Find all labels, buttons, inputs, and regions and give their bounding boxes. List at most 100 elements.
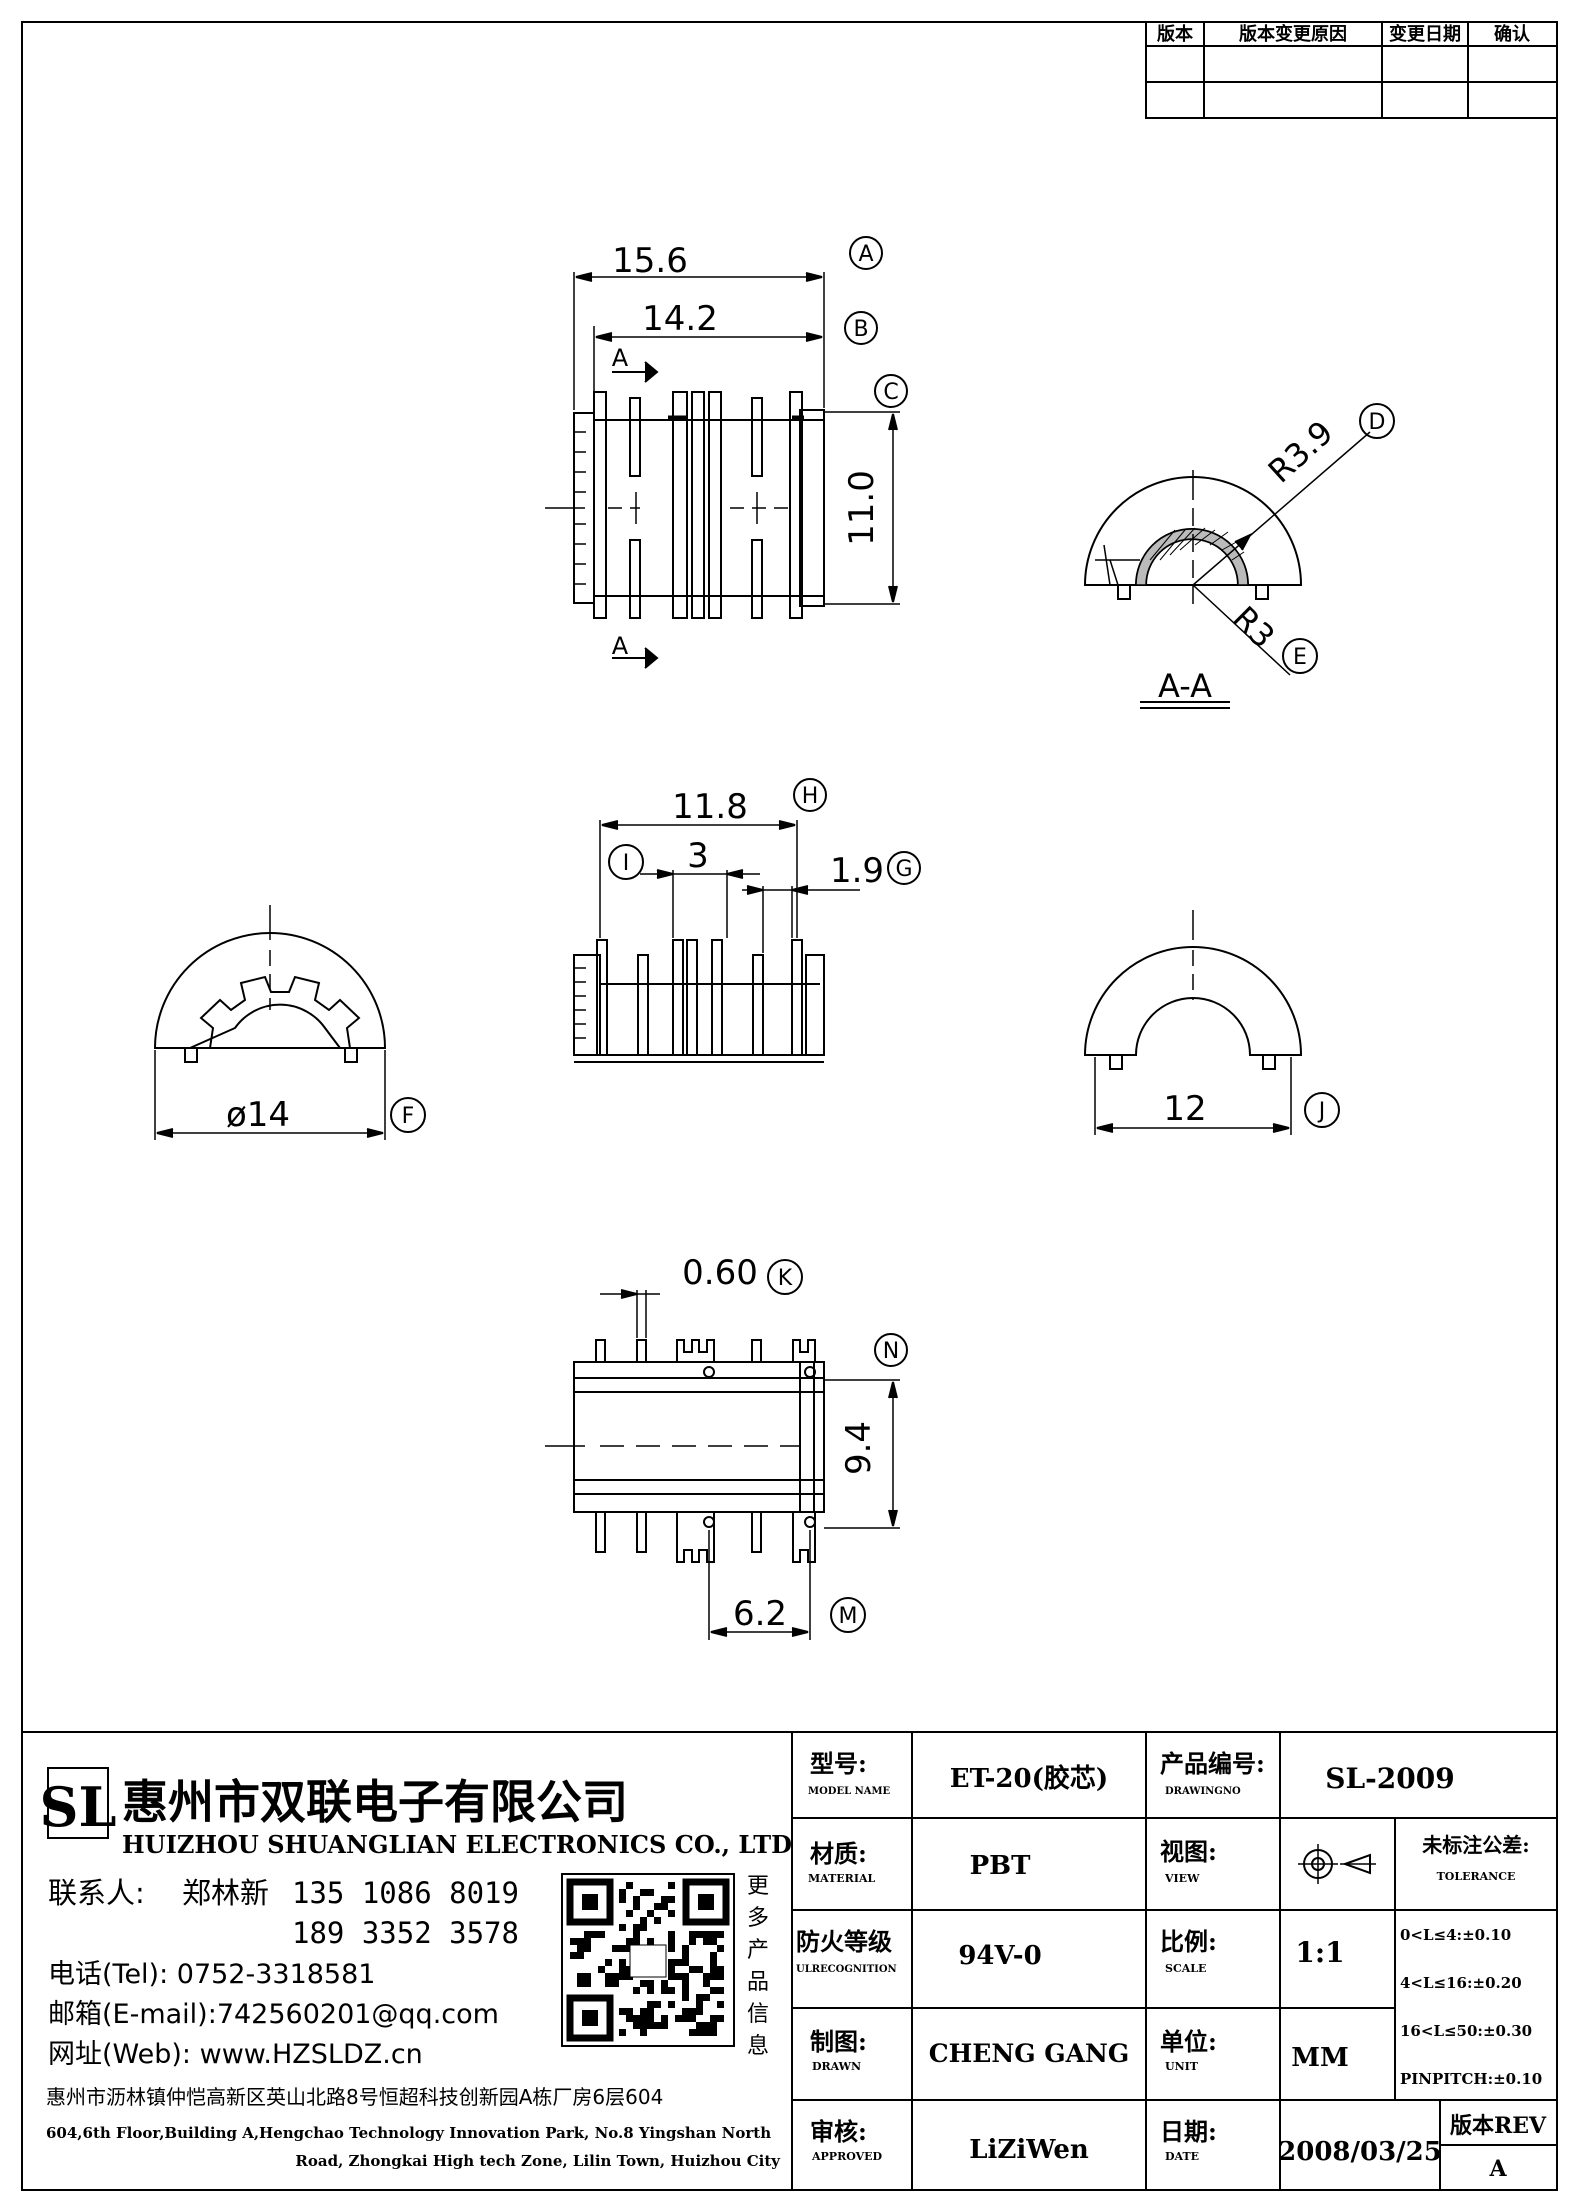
dim-overall-width: 15.6 <box>612 241 688 281</box>
contact-label: 联系人: <box>48 1876 145 1910</box>
date-value: 2008/03/25 <box>1278 2137 1442 2167</box>
dim-thickness-0-60: 0.60 <box>682 1253 758 1293</box>
callout-i: I <box>623 851 630 876</box>
material-label: 材质: <box>810 1839 867 1868</box>
callout-d: D <box>1369 410 1386 435</box>
date-label: 日期: <box>1160 2117 1217 2146</box>
address-en-line-2: Road, Zhongkai High tech Zone, Lilin Tow… <box>295 2152 781 2170</box>
contact-name: 郑林新 <box>182 1876 269 1910</box>
more-info-label: 更 多 产 品 信 息 <box>747 1874 769 2059</box>
unit-label: 单位: <box>1160 2027 1217 2056</box>
dim-height: 11.0 <box>842 470 882 546</box>
dim-radius-outer: R3.9 <box>1261 413 1341 490</box>
dim-pitch-3: 3 <box>687 836 709 876</box>
callout-b: B <box>853 317 868 342</box>
tolerance-row-3: 16<L≤50:±0.30 <box>1400 2022 1532 2040</box>
callout-j: J <box>1317 1099 1326 1124</box>
contact-tel: 电话(Tel): 0752-3318581 <box>48 1959 375 1990</box>
drawn-label: 制图: <box>810 2027 867 2056</box>
approved-value: LiZiWen <box>969 2135 1089 2165</box>
model-label-en: MODEL NAME <box>808 1786 891 1797</box>
drawing-border <box>21 21 1558 2191</box>
model-label: 型号: <box>810 1749 867 1778</box>
callout-m: M <box>839 1604 858 1629</box>
date-label-en: DATE <box>1165 2150 1199 2163</box>
callout-g: G <box>895 857 912 882</box>
projection-symbol-icon <box>1298 1844 1376 1884</box>
revision-value: A <box>1488 2156 1507 2182</box>
svg-text:更: 更 <box>747 1874 769 1899</box>
drawing-number-value: SL-2009 <box>1325 1762 1454 1795</box>
unit-value: MM <box>1291 2043 1349 2073</box>
tolerance-label-en: TOLERANCE <box>1437 1870 1516 1883</box>
revision-label: 版本REV <box>1450 2113 1547 2139</box>
section-mark-bottom: A <box>612 632 629 660</box>
tolerance-label: 未标注公差: <box>1422 1833 1529 1857</box>
right-end-view <box>1083 910 1340 1135</box>
unit-label-en: UNIT <box>1165 2060 1199 2073</box>
bottom-view <box>545 1259 908 1640</box>
callout-c: C <box>883 380 898 405</box>
callout-e: E <box>1293 645 1307 670</box>
scale-label-en: SCALE <box>1165 1962 1206 1975</box>
qr-code <box>561 1873 735 2047</box>
contact-phone-1: 135 1086 8019 <box>292 1876 519 1910</box>
approved-label-en: APPROVED <box>811 2150 883 2163</box>
material-label-en: MATERIAL <box>808 1872 876 1885</box>
view-label-en: VIEW <box>1164 1872 1200 1885</box>
drawing-number-label: 产品编号: <box>1160 1749 1265 1778</box>
logo-letters: SL <box>40 1775 117 1839</box>
section-mark-top: A <box>612 344 629 372</box>
svg-text:品: 品 <box>747 1970 769 1995</box>
callout-h: H <box>802 784 819 809</box>
left-end-view <box>153 905 426 1140</box>
company-name-en: HUIZHOU SHUANGLIAN ELECTRONICS CO., LTD <box>122 1830 792 1859</box>
dim-height-9-4: 9.4 <box>839 1421 879 1475</box>
rev-header-reason: 版本变更原因 <box>1239 23 1347 45</box>
dim-width-12: 12 <box>1163 1089 1206 1129</box>
svg-text:信: 信 <box>747 2002 769 2027</box>
view-label: 视图: <box>1160 1837 1217 1866</box>
contact-email: 邮箱(E-mail):742560201@qq.com <box>48 1999 499 2030</box>
dim-width-11-8: 11.8 <box>672 787 748 827</box>
fire-rating-label: 防火等级 <box>796 1927 892 1956</box>
scale-label: 比例: <box>1160 1927 1217 1956</box>
tolerance-row-2: 4<L≤16:±0.20 <box>1400 1974 1522 1992</box>
material-value: PBT <box>970 1851 1032 1881</box>
svg-text:息: 息 <box>747 2034 769 2059</box>
dim-radius-inner: R3 <box>1225 599 1282 656</box>
section-view <box>1083 403 1395 709</box>
front-view <box>573 778 921 1063</box>
address-en-line-1: 604,6th Floor,Building A,Hengchao Techno… <box>46 2124 771 2142</box>
tolerance-row-4: PINPITCH:±0.10 <box>1400 2070 1542 2088</box>
drawn-label-en: DRAWN <box>812 2060 861 2073</box>
callout-n: N <box>883 1339 899 1364</box>
section-title: A-A <box>1158 667 1212 705</box>
callout-a: A <box>858 242 873 267</box>
contact-web: 网址(Web): www.HZSLDZ.cn <box>48 2039 423 2070</box>
callout-f: F <box>402 1104 415 1129</box>
drawing-number-label-en: DRAWINGNO <box>1165 1786 1241 1797</box>
svg-text:产: 产 <box>747 1938 769 1963</box>
title-block-frame <box>22 1731 1557 2190</box>
model-value: ET-20(胶芯) <box>950 1763 1108 1794</box>
svg-text:多: 多 <box>747 1906 769 1931</box>
address-cn: 惠州市沥林镇仲恺高新区英山北路8号恒超科技创新园A栋厂房6层604 <box>46 2085 663 2109</box>
dim-gap-1-9: 1.9 <box>830 851 884 891</box>
scale-value: 1:1 <box>1295 1936 1344 1969</box>
dim-inner-width: 14.2 <box>642 299 718 339</box>
tolerance-row-1: 0<L≤4:±0.10 <box>1400 1926 1511 1944</box>
company-logo: SL <box>40 1767 117 1839</box>
rev-header-version: 版本 <box>1157 23 1193 45</box>
drawn-value: CHENG GANG <box>929 2039 1129 2068</box>
fire-rating-label-en: ULRECOGNITION <box>796 1964 897 1975</box>
top-view <box>545 236 908 669</box>
rev-header-confirm: 确认 <box>1494 23 1531 45</box>
revision-table <box>1145 21 1558 119</box>
callout-k: K <box>778 1266 793 1291</box>
dim-diameter-14: ø14 <box>226 1095 290 1135</box>
approved-label: 审核: <box>810 2117 867 2146</box>
contact-phone-2: 189 3352 3578 <box>292 1916 519 1950</box>
company-name-cn: 惠州市双联电子有限公司 <box>122 1775 628 1829</box>
